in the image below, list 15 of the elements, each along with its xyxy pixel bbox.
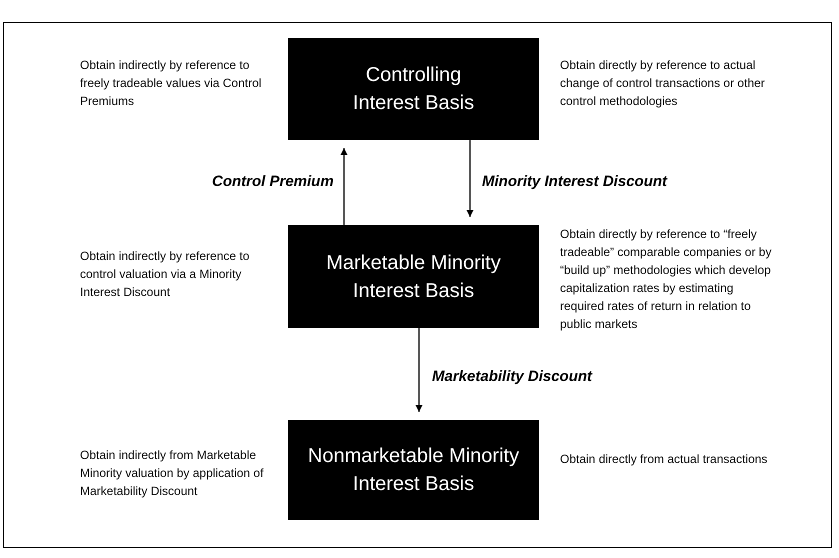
process-box: Nonmarketable Minority Interest Basis xyxy=(288,420,539,520)
arrow xyxy=(340,148,348,225)
arrow xyxy=(466,140,474,217)
arrow xyxy=(416,328,422,412)
edge-label: Marketability Discount xyxy=(432,368,592,385)
process-box: Marketable Minority Interest Basis xyxy=(288,225,539,328)
edge-label: Minority Interest Discount xyxy=(482,173,668,190)
note-text: Obtain directly by reference to actual change of control transactions or other control methodologies xyxy=(560,57,766,110)
note-text: Obtain directly by reference to “freely tradeable” comparable companies or by “build up” methodologies which develop capitalization rates by estimating required rates of return in relation to public markets xyxy=(560,226,772,333)
note-text: Obtain indirectly from Marketable Minority valuation by application of Marketability Discount xyxy=(80,447,264,500)
note-text: Obtain indirectly by reference to control valuation via a Minority Interest Discount xyxy=(80,248,250,301)
edge-label: Control Premium xyxy=(212,173,334,190)
note-text: Obtain indirectly by reference to freely tradeable values via Control Premiums xyxy=(80,57,262,110)
process-box: Controlling Interest Basis xyxy=(288,38,539,140)
note-text: Obtain directly from actual transactions xyxy=(560,451,768,468)
